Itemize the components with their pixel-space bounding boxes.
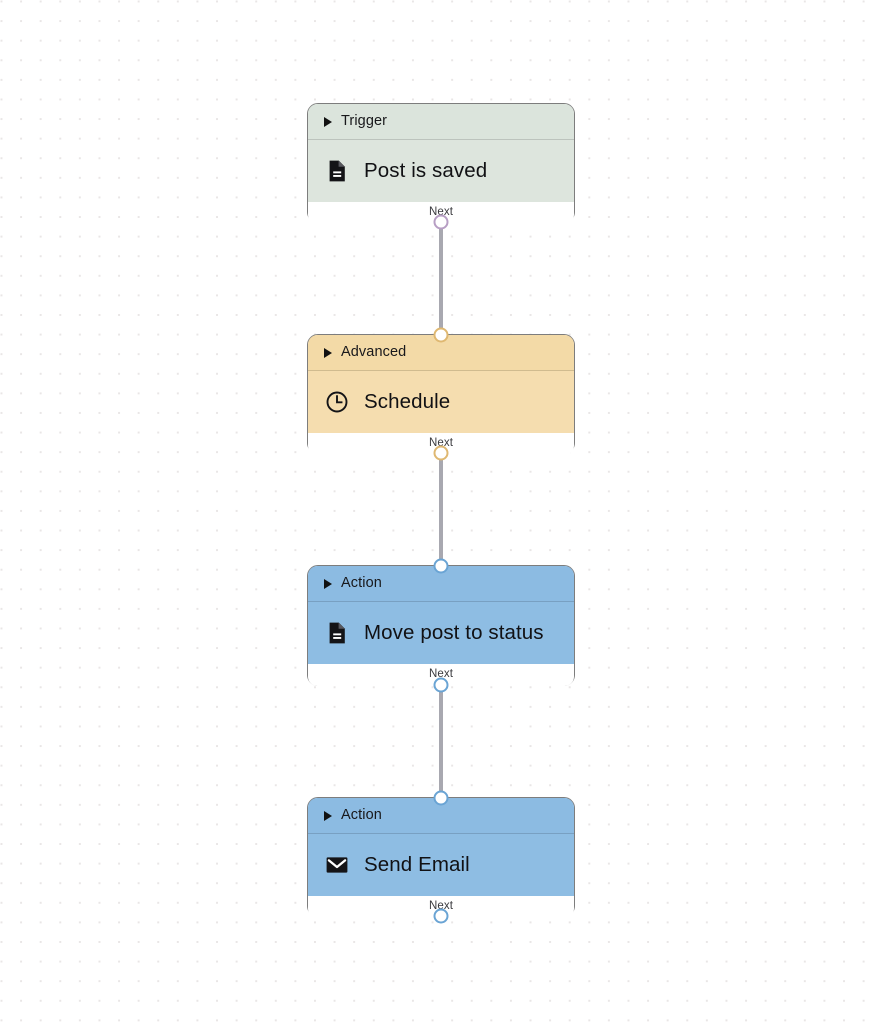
collapse-triangle-icon[interactable] xyxy=(324,116,332,127)
output-port[interactable] xyxy=(433,677,449,693)
next-port-label: Next xyxy=(428,668,454,681)
input-port[interactable] xyxy=(433,558,449,574)
node-body[interactable]: Schedule xyxy=(308,371,574,433)
node-footer: Next xyxy=(308,664,574,686)
output-port[interactable] xyxy=(433,908,449,924)
node-footer: Next xyxy=(308,202,574,224)
document-icon xyxy=(324,620,350,646)
node-body[interactable]: Send Email xyxy=(308,834,574,896)
node-title: Post is saved xyxy=(364,158,488,182)
input-port[interactable] xyxy=(433,790,449,806)
collapse-triangle-icon[interactable] xyxy=(324,347,332,358)
node-title: Move post to status xyxy=(364,620,544,644)
node-category-label: Trigger xyxy=(341,113,388,130)
clock-icon xyxy=(324,389,350,415)
next-port-label: Next xyxy=(428,437,454,450)
collapse-triangle-icon[interactable] xyxy=(324,578,332,589)
next-port-label: Next xyxy=(428,900,454,913)
node-category-label: Action xyxy=(341,575,382,592)
node-body[interactable]: Post is saved xyxy=(308,140,574,202)
node-category-label: Advanced xyxy=(341,344,407,361)
node-footer: Next xyxy=(308,433,574,455)
document-icon xyxy=(324,158,350,184)
input-port[interactable] xyxy=(433,327,449,343)
output-port[interactable] xyxy=(433,445,449,461)
node-footer: Next xyxy=(308,896,574,918)
node-category-label: Action xyxy=(341,807,382,824)
collapse-triangle-icon[interactable] xyxy=(324,810,332,821)
node-header[interactable]: Action xyxy=(308,798,574,834)
envelope-icon xyxy=(324,852,350,878)
node-title: Schedule xyxy=(364,389,451,413)
output-port[interactable] xyxy=(433,214,449,230)
node-body[interactable]: Move post to status xyxy=(308,602,574,664)
node-title: Send Email xyxy=(364,852,470,876)
next-port-label: Next xyxy=(428,206,454,219)
node-header[interactable]: Trigger xyxy=(308,104,574,140)
